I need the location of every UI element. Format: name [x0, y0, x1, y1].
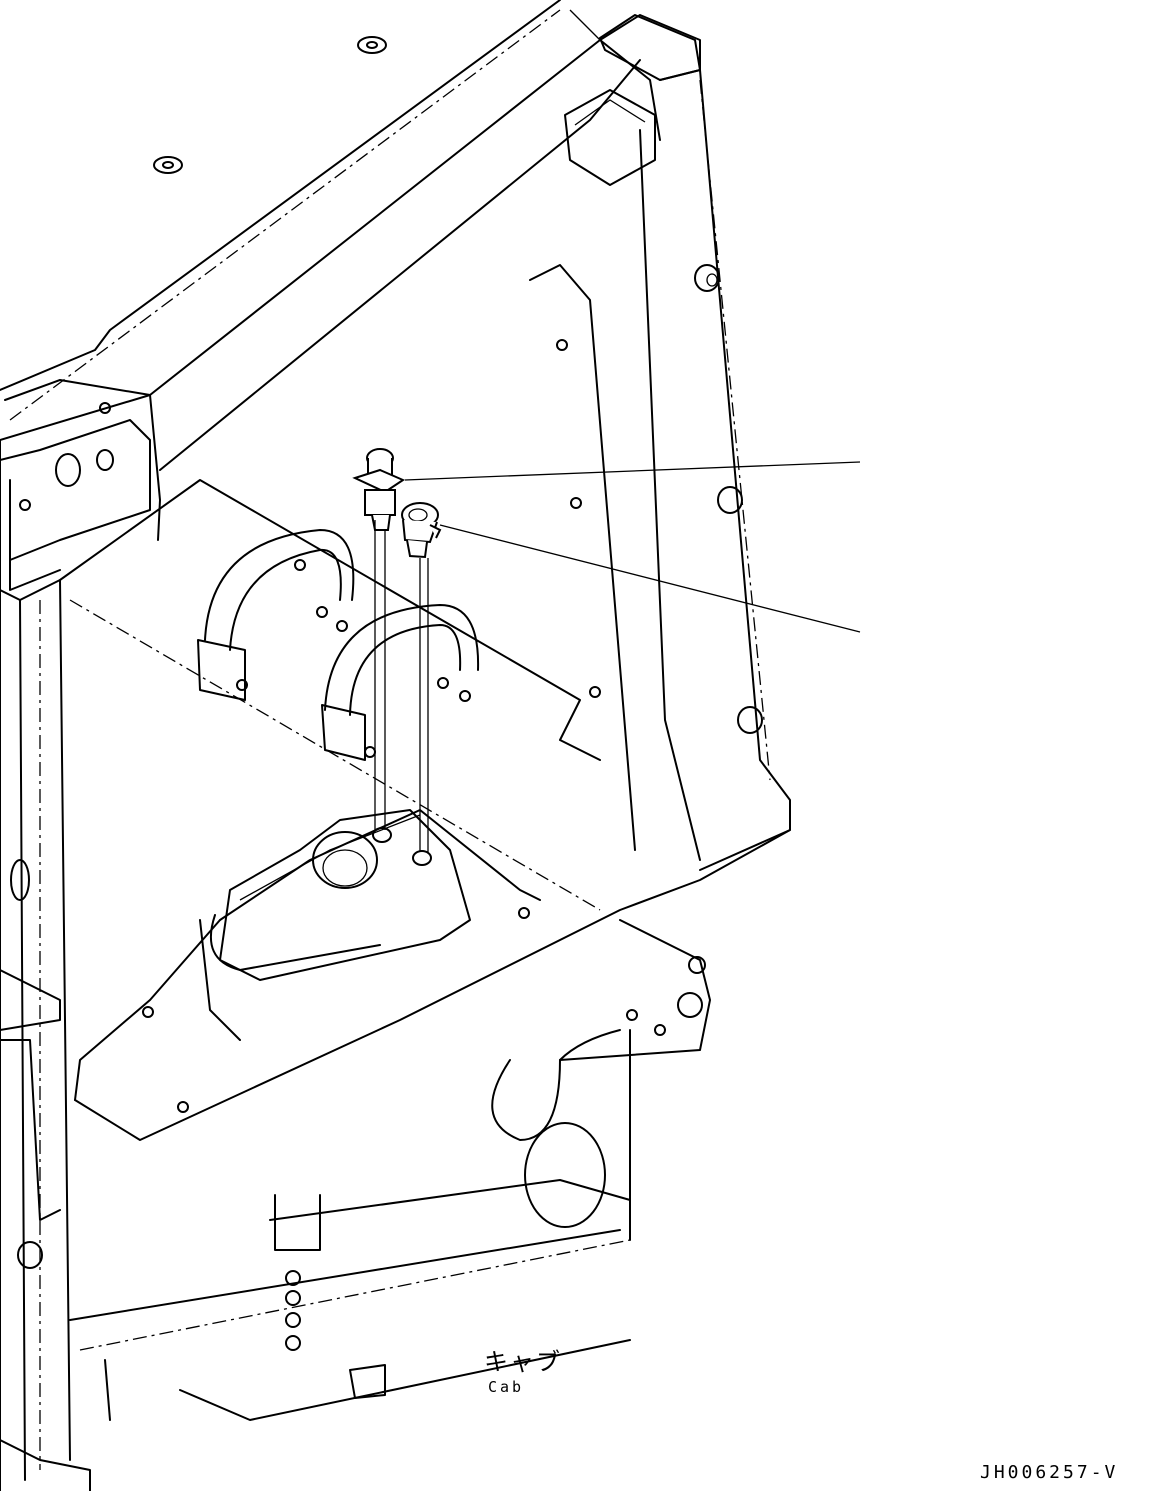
cab-label-japanese: キャブ [484, 1348, 562, 1376]
drawing-number: JH006257-V [980, 1462, 1119, 1483]
switch-mount-hole [372, 827, 392, 843]
roof-washer-1 [357, 36, 387, 54]
grab-handle-right [321, 604, 480, 761]
grab-handle-top [564, 89, 656, 186]
corner-block [599, 14, 701, 81]
lower-frame [274, 919, 711, 1251]
grab-handle-left [197, 529, 355, 701]
lighter-switch [352, 448, 406, 531]
socket-mount-hole [412, 850, 432, 866]
floor-panel [59, 479, 791, 1421]
cab-label-english: Cab [488, 1378, 525, 1396]
left-frame [0, 379, 151, 1491]
callout-leader-socket [439, 524, 861, 633]
callout-leader-switch [404, 461, 861, 481]
cab-roof [0, 0, 701, 541]
right-pillar [529, 69, 791, 871]
roof-washer-2 [153, 156, 183, 174]
console-plate [199, 809, 471, 1041]
power-socket [401, 502, 442, 559]
